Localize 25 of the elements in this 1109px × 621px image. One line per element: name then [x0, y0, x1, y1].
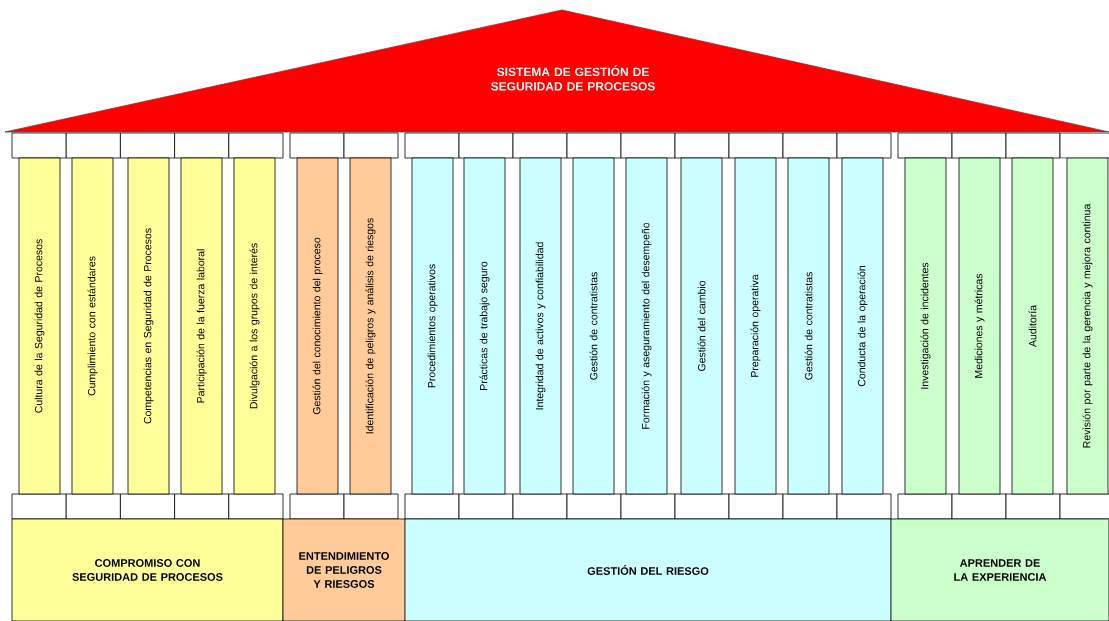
pillar: Revisión por parte de la gerencia y mejora continua [1066, 157, 1109, 495]
foundation-block: GESTIÓN DEL RIESGO [404, 518, 892, 621]
pillar: Cultura de la Seguridad de Procesos [18, 157, 61, 495]
pillar: Divulgación a los grupos de interés [233, 157, 276, 495]
pillar: Competencias en Seguridad de Procesos [127, 157, 170, 495]
pillar: Identificación de peligros y análisis de riesgos [349, 157, 392, 495]
pillar: Prácticas de trabajo seguro [463, 157, 506, 495]
roof: SISTEMA DE GESTIÓN DE SEGURIDAD DE PROCESOS [4, 9, 1109, 133]
pillar: Auditoría [1011, 157, 1054, 495]
pillar: Procedimientos operativos [411, 157, 454, 495]
pillar: Investigación de incidentes [904, 157, 947, 495]
pillar: Gestión del conocimiento del proceso [296, 157, 339, 495]
foundation-block: COMPROMISO CON SEGURIDAD DE PROCESOS [11, 518, 284, 621]
pillar: Gestión de contratistas [787, 157, 830, 495]
pillar: Cumplimiento con estándares [71, 157, 114, 495]
pillar: Conducta de la operación [841, 157, 884, 495]
pillar: Preparación operativa [734, 157, 777, 495]
pillar: Formación y aseguramiento del desempeño [625, 157, 668, 495]
pillar: Gestión de contratistas [572, 157, 615, 495]
foundation-block: APRENDER DE LA EXPERIENCIA [890, 518, 1109, 621]
foundation-block: ENTENDIMIENTO DE PELIGROS Y RIESGOS [282, 518, 406, 621]
pillar: Integridad de activos y confiabilidad [519, 157, 562, 495]
pillar: Participación de la fuerza laboral [180, 157, 223, 495]
pillar: Gestión del cambio [680, 157, 723, 495]
pillar: Mediciones y métricas [958, 157, 1001, 495]
